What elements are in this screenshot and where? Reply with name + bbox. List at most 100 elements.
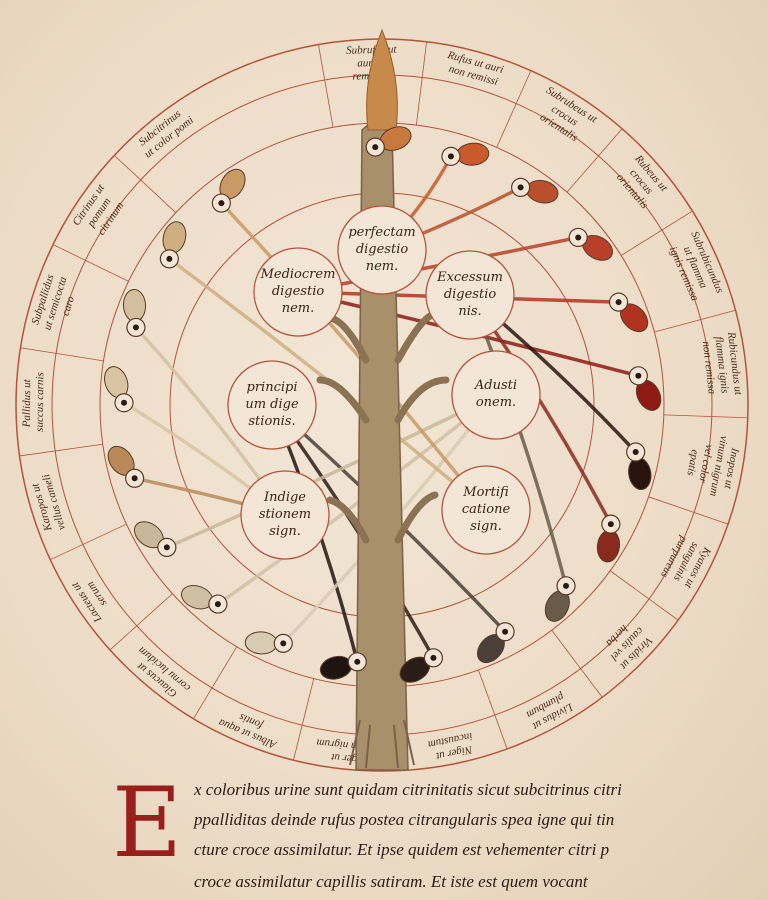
flask-mouth xyxy=(447,153,454,160)
ring-label: Karopos ut vellus cameli xyxy=(28,473,68,535)
flask-mouth xyxy=(632,449,639,456)
flask-mouth xyxy=(214,601,221,608)
ring-label: Rubeus ut crocus orientalis xyxy=(612,152,672,213)
circle-label: um dige xyxy=(245,397,299,412)
urine-flask xyxy=(511,177,559,204)
ring-divider xyxy=(193,646,238,719)
circle-label: digestio xyxy=(272,284,325,299)
circle-label: Excessum xyxy=(436,270,503,285)
flask-mouth xyxy=(354,658,361,665)
urine-flask xyxy=(441,142,490,166)
flask-body xyxy=(628,457,652,491)
circle-indigestionem: Indige stionem sign. xyxy=(240,470,330,560)
ring-dividers xyxy=(19,41,748,771)
circle-label: sign. xyxy=(269,524,301,539)
circle-label: Mortifi xyxy=(462,485,508,500)
flask-mouth xyxy=(635,372,642,379)
ring-label: Albus ut aqua fontis xyxy=(214,703,284,751)
ring-divider xyxy=(496,70,532,148)
ring-label: Glaucus ut cornu lucidum xyxy=(128,644,193,704)
flask-mouth xyxy=(121,399,128,406)
ring-divider xyxy=(20,347,104,362)
circle-label: onem. xyxy=(476,395,516,410)
ring-label: Lacteus ut serum xyxy=(68,570,116,625)
urine-flask xyxy=(365,126,412,157)
ring-divider xyxy=(648,496,729,525)
ring-divider xyxy=(50,523,127,561)
ring-divider xyxy=(478,669,508,750)
flask-mouth xyxy=(132,324,139,331)
ring-divider xyxy=(551,629,603,698)
urine-flask xyxy=(244,631,293,655)
urine-flask xyxy=(626,442,652,491)
flask-mouth xyxy=(166,255,173,262)
ring-divider xyxy=(109,593,173,651)
ring-divider xyxy=(114,155,177,213)
ring-divider xyxy=(19,443,103,457)
circle-outline xyxy=(337,205,427,295)
circle-label: Indige xyxy=(263,490,306,505)
flask-mouth xyxy=(280,640,287,647)
ring-divider xyxy=(52,244,129,282)
circle-label: digestio xyxy=(356,242,409,257)
circle-outline xyxy=(240,470,330,560)
ring-label-line: caro xyxy=(60,294,78,317)
urine-flask xyxy=(319,652,367,680)
urine-flask xyxy=(104,366,134,413)
urine-flask xyxy=(180,585,228,614)
circle-label: nem. xyxy=(366,259,399,274)
circle-label: stionem xyxy=(259,507,311,522)
circle-label: stionis. xyxy=(248,414,295,429)
flask-body xyxy=(244,631,278,655)
ring-divider xyxy=(654,309,736,333)
circle-adustionem: Adusti onem. xyxy=(451,350,541,440)
ring-label-line: succus carnis xyxy=(34,372,47,432)
circle-label: principi xyxy=(247,380,298,395)
flask-mouth xyxy=(607,521,614,528)
ring-label: Pallidus ut succus carnis xyxy=(21,372,47,432)
ring-divider xyxy=(293,678,315,761)
circle-label: sign. xyxy=(470,519,502,534)
tree-branches xyxy=(316,311,450,544)
circle-label: Adusti xyxy=(474,378,517,393)
ring-divider xyxy=(620,210,693,256)
flask-mouth xyxy=(502,628,509,635)
flask-stem xyxy=(166,393,497,550)
ring-label-line: Subrufus ut xyxy=(346,43,399,56)
flask-mouth xyxy=(372,144,379,151)
decorated-initial: E xyxy=(112,767,183,879)
circle-outline xyxy=(425,250,515,340)
circle-outline xyxy=(227,360,317,450)
ring-label: Subrubeus ut crocus orientalis xyxy=(530,84,601,149)
ring-label: Niger ut incaustum xyxy=(427,730,476,764)
tree-crown xyxy=(366,28,398,131)
circle-principium: principi um dige stionis. xyxy=(227,360,317,450)
flask-mouth xyxy=(615,299,622,306)
ring-divider xyxy=(609,570,679,621)
urine-flask xyxy=(544,576,576,622)
flask-body xyxy=(122,288,147,322)
flask-body xyxy=(596,529,621,563)
flask-body xyxy=(456,142,490,166)
flask-mouth xyxy=(131,475,138,482)
flask-stem xyxy=(220,201,488,512)
circle-label: digestio xyxy=(444,287,497,302)
ring-label: Kyanos ut sanguinis purpureus xyxy=(658,532,714,592)
urine-flask xyxy=(628,366,662,411)
flask-mouth xyxy=(575,234,582,241)
urine-flask xyxy=(596,514,621,563)
urine-flask xyxy=(122,288,147,338)
urine-flask xyxy=(399,648,444,683)
ring-label: Citrinus ut pomum citrinum xyxy=(70,180,130,243)
flask-mouth xyxy=(163,544,170,551)
flask-mouth xyxy=(430,654,437,661)
ring-label: Inopos ut vinum nigrum vel color epatis xyxy=(681,430,743,502)
urine-flask xyxy=(476,622,515,664)
urine-flask xyxy=(159,221,187,269)
ring-divider xyxy=(318,44,334,128)
ring-label-line: Pallidus ut xyxy=(21,376,33,428)
